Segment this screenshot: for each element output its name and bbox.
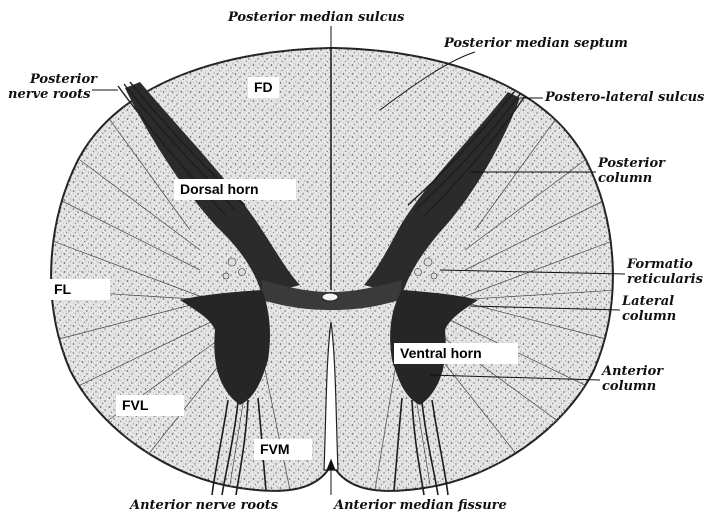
label-anterior-nerve-roots: Anterior nerve roots	[130, 498, 278, 513]
box-fd: FD	[248, 77, 279, 98]
label-formatio-reticularis-line2: reticularis	[627, 272, 703, 287]
label-anterior-column-line2: column	[602, 379, 663, 394]
box-ventral-horn: Ventral horn	[394, 343, 518, 364]
box-fvl: FVL	[116, 395, 184, 416]
label-formatio-reticularis: Formatio reticularis	[627, 257, 703, 287]
box-fvm: FVM	[254, 439, 312, 460]
label-postero-lateral-sulcus: Postero-lateral sulcus	[545, 90, 704, 105]
label-anterior-column: Anterior column	[602, 364, 663, 394]
label-anterior-column-line1: Anterior	[602, 364, 663, 379]
box-fl: FL	[48, 279, 110, 300]
label-anterior-median-fissure: Anterior median fissure	[334, 498, 507, 513]
label-posterior-column-line2: column	[598, 171, 665, 186]
label-posterior-column-line1: Posterior	[598, 156, 665, 171]
label-posterior-nerve-roots-line2: nerve roots	[8, 87, 97, 102]
label-lateral-column-line2: column	[622, 309, 676, 324]
label-lateral-column: Lateral column	[622, 294, 676, 324]
box-dorsal-horn: Dorsal horn	[174, 179, 296, 200]
label-posterior-nerve-roots: Posterior nerve roots	[8, 72, 97, 102]
label-posterior-median-septum: Posterior median septum	[444, 36, 628, 51]
label-lateral-column-line1: Lateral	[622, 294, 676, 309]
label-posterior-nerve-roots-line1: Posterior	[8, 72, 97, 87]
label-posterior-column: Posterior column	[598, 156, 665, 186]
label-posterior-median-sulcus: Posterior median sulcus	[228, 10, 404, 25]
label-formatio-reticularis-line1: Formatio	[627, 257, 703, 272]
